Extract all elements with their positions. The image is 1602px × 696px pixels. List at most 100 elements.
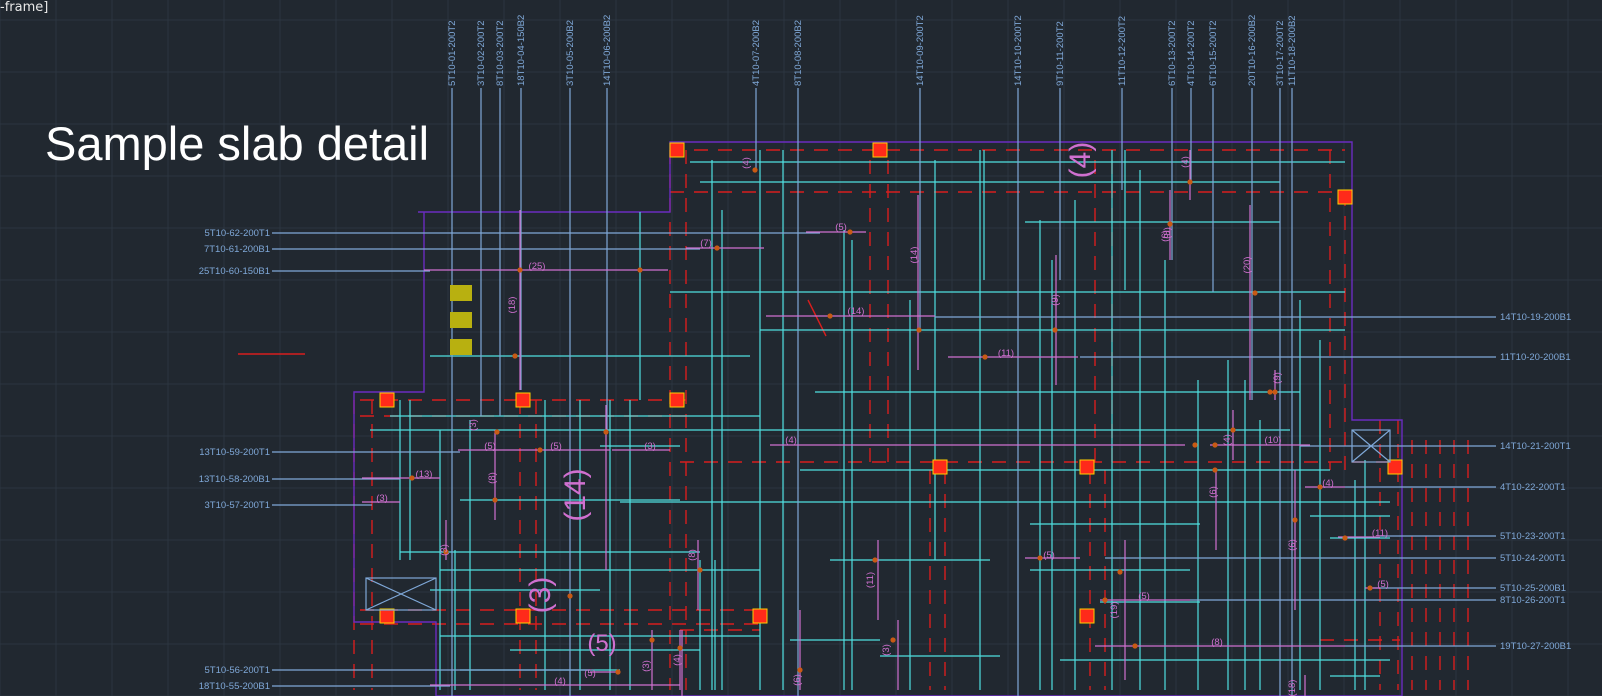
- dimension-node: [1102, 597, 1108, 603]
- zone-count-label: (5): [587, 630, 616, 657]
- zone-count-label: (14): [559, 468, 592, 521]
- opening-block: [450, 339, 472, 355]
- top-bar-label: 11T10-12-200T2: [1117, 16, 1128, 86]
- opening-cross: [1351, 429, 1391, 463]
- dimension-count-label: (4): [1222, 434, 1233, 446]
- dimension-node: [890, 637, 896, 643]
- dimension-count-label: (9): [1272, 372, 1283, 384]
- dimension-count-label: (5): [550, 441, 562, 452]
- dimension-count-label: (10): [1265, 435, 1282, 446]
- top-bar-label: 14T10-09-200T2: [915, 15, 926, 86]
- dimension-node: [872, 557, 878, 563]
- opening: [365, 577, 437, 611]
- dimension-count-label: (6): [1208, 486, 1219, 498]
- right-bar-label: 5T10-24-200T1: [1500, 553, 1565, 564]
- column: [1079, 459, 1095, 475]
- dimension-node: [847, 229, 853, 235]
- left-bar-label: 7T10-61-200B1: [204, 244, 270, 255]
- right-bar-label: 14T10-19-200B1: [1500, 312, 1571, 323]
- dimension-count-label: (14): [848, 306, 865, 317]
- column: [1387, 459, 1403, 475]
- rebar-lines: [370, 150, 1390, 690]
- hidden-beam-lines: [238, 149, 1469, 690]
- top-bar-label: 8T10-08-200B2: [793, 20, 804, 86]
- top-bar-label: 20T10-16-200B2: [1247, 15, 1258, 86]
- dimension-node: [827, 313, 833, 319]
- dimension-node: [982, 354, 988, 360]
- dimension-node: [677, 645, 683, 651]
- dimension-node: [916, 327, 922, 333]
- top-bar-label: 3T10-05-200B2: [565, 20, 576, 86]
- column: [1337, 189, 1353, 205]
- dimension-count-label: (8): [487, 472, 498, 484]
- dimension-node: [697, 567, 703, 573]
- opening: [1351, 429, 1391, 463]
- dimension-count-label: (4): [554, 676, 566, 687]
- dimension-count-label: (3): [468, 419, 479, 431]
- zone-count-label: (4): [1064, 142, 1097, 179]
- top-bar-label: 4T10-07-200B2: [751, 20, 762, 86]
- dimension-node: [1052, 327, 1058, 333]
- dimension-count-label: (3): [881, 644, 892, 656]
- dimension-count-label: (6): [792, 674, 803, 686]
- dimension-count-label: (18): [507, 297, 518, 314]
- dimension-node: [512, 353, 518, 359]
- left-bar-label: 5T10-62-200T1: [205, 228, 270, 239]
- dimension-count-label: (4): [1322, 478, 1334, 489]
- dimension-node: [1192, 442, 1198, 448]
- column: [669, 392, 685, 408]
- column: [932, 459, 948, 475]
- dimension-count-label: (3): [439, 544, 450, 556]
- dimension-node: [637, 267, 643, 273]
- left-bar-label: 5T10-56-200T1: [205, 665, 270, 676]
- column: [379, 608, 395, 624]
- dimension-node: [1037, 555, 1043, 561]
- dimension-marks: [362, 150, 1380, 696]
- dimension-node: [443, 549, 449, 555]
- drawing-title: Sample slab detail: [45, 117, 430, 170]
- column: [669, 142, 685, 158]
- right-bar-label: 8T10-26-200T1: [1500, 595, 1565, 606]
- right-bar-label: 11T10-20-200B1: [1500, 352, 1571, 363]
- column: [379, 392, 395, 408]
- top-bar-label: 5T10-01-200T2: [447, 21, 458, 86]
- top-bar-label: 18T10-04-150B2: [516, 15, 527, 86]
- dimension-node: [1252, 290, 1258, 296]
- dimension-node: [537, 447, 543, 453]
- top-bar-label: 9T10-11-200T2: [1055, 21, 1066, 86]
- dimension-count-label: (9): [1050, 294, 1061, 306]
- dimension-count-label: (8): [1211, 637, 1223, 648]
- column: [515, 608, 531, 624]
- dimension-node: [1167, 221, 1173, 227]
- left-bar-label: 3T10-57-200T1: [205, 500, 270, 511]
- dimension-node: [517, 267, 523, 273]
- dimension-count-label: (8): [1162, 227, 1173, 239]
- dimension-count-label: (11): [998, 348, 1014, 359]
- dimension-count-label: (13): [416, 469, 433, 480]
- right-bar-label: 5T10-25-200B1: [1500, 583, 1566, 594]
- opening-block: [450, 312, 472, 328]
- dimension-node: [1212, 442, 1218, 448]
- dimension-node: [1272, 389, 1278, 395]
- slab-outline: [353, 141, 1403, 696]
- dimension-count-label: (6): [1287, 539, 1298, 551]
- top-bar-label: 11T10-18-200B2: [1287, 15, 1298, 86]
- dimension-node: [1117, 569, 1123, 575]
- dimension-count-label: (3): [376, 493, 388, 504]
- dimension-node: [492, 497, 498, 503]
- dimension-count-label: (25): [529, 261, 546, 272]
- dimension-count-label: (11): [1372, 528, 1388, 539]
- dimension-count-label: (5): [584, 668, 596, 679]
- dimension-count-label: (20): [1242, 257, 1253, 274]
- right-bar-label: 14T10-21-200T1: [1500, 441, 1571, 452]
- columns: [365, 142, 1403, 624]
- dimension-node: [1212, 467, 1218, 473]
- column: [752, 608, 768, 624]
- left-bar-label: 18T10-55-200B1: [199, 681, 270, 692]
- column: [515, 392, 531, 408]
- dimension-count-label: (4): [1180, 156, 1191, 168]
